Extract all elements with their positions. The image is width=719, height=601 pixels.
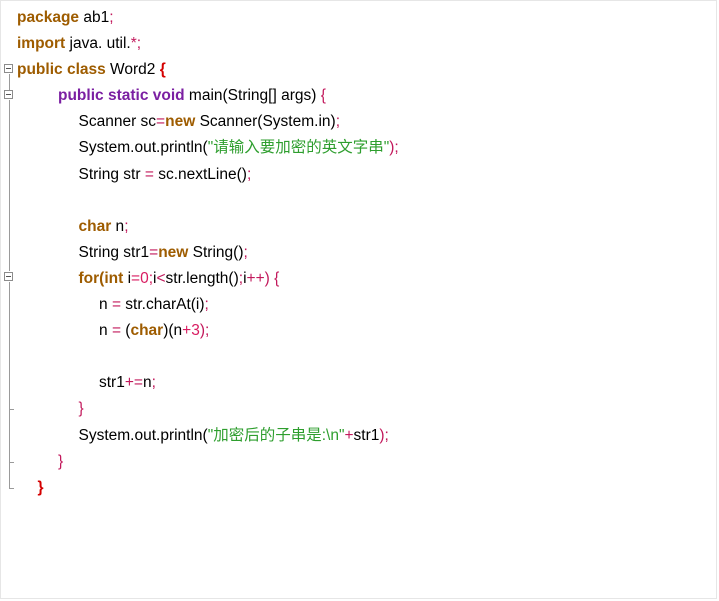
code-token: str.charAt(i) xyxy=(121,296,205,314)
code-line: String str1=new String(); xyxy=(17,240,716,266)
code-token: System.out.println( xyxy=(78,139,208,157)
code-line: } xyxy=(17,396,716,422)
code-token: main(String[] args) xyxy=(184,87,321,105)
code-token: = xyxy=(149,243,159,261)
code-line: System.out.println("请输入要加密的英文字串"); xyxy=(17,135,716,161)
code-token: i xyxy=(243,269,247,287)
code-line: public static void main(String[] args) { xyxy=(17,83,716,109)
code-line: for(int i=0;i<str.length();i++) { xyxy=(17,266,716,292)
code-token: str.length() xyxy=(165,269,239,287)
code-token: } xyxy=(37,478,44,496)
fold-toggle-for[interactable] xyxy=(4,272,13,281)
code-line xyxy=(17,344,716,370)
code-token: ; xyxy=(238,269,244,287)
code-token: ; xyxy=(151,374,156,392)
code-token: ); xyxy=(379,426,389,444)
code-token: str1 xyxy=(353,426,380,444)
fold-guide xyxy=(9,282,10,488)
code-token: ; xyxy=(124,217,129,235)
code-token: public class xyxy=(17,61,106,79)
code-token: ; xyxy=(246,165,252,183)
fold-end-mark xyxy=(9,488,14,489)
code-token: = xyxy=(156,113,166,131)
code-token: } xyxy=(78,400,84,418)
code-token: ; xyxy=(109,9,114,26)
code-token: String str xyxy=(78,165,145,183)
code-token: new xyxy=(158,243,189,261)
code-token: i xyxy=(123,269,132,287)
code-token: + xyxy=(344,426,354,444)
code-token: char xyxy=(78,217,112,235)
code-token: ( xyxy=(121,322,131,340)
code-line: str1+=n; xyxy=(17,370,716,396)
fold-end-mark xyxy=(9,462,14,463)
code-token: Scanner sc xyxy=(78,113,157,131)
code-token: package xyxy=(17,9,80,26)
code-line: char n; xyxy=(17,214,716,240)
code-token: ); xyxy=(389,139,399,157)
code-token: ++) { xyxy=(246,269,280,287)
code-token: sc.nextLine() xyxy=(153,165,247,183)
code-token: i xyxy=(153,269,157,287)
code-token: String() xyxy=(188,243,244,261)
fold-guide xyxy=(9,100,10,271)
code-token: Scanner(System.in) xyxy=(195,113,336,131)
code-token: } xyxy=(58,452,64,470)
fold-gutter xyxy=(1,1,17,598)
code-token: char xyxy=(130,322,164,340)
code-line: package ab1; xyxy=(17,5,716,31)
code-token: n xyxy=(99,296,112,314)
code-token: "加密后的子串是:\n" xyxy=(207,426,345,444)
code-line: String str = sc.nextLine(); xyxy=(17,162,716,188)
code-line: n = str.charAt(i); xyxy=(17,292,716,318)
code-token: java. util. xyxy=(65,35,131,53)
code-token: < xyxy=(156,269,166,287)
code-line xyxy=(17,188,716,214)
fold-guide xyxy=(9,74,10,90)
code-token: str1 xyxy=(99,374,125,392)
code-token: ; xyxy=(204,296,209,314)
code-token: "请输入要加密的英文字串" xyxy=(207,139,390,157)
code-token: { xyxy=(320,87,326,105)
code-token: ; xyxy=(243,243,248,261)
code-token: = xyxy=(111,296,121,314)
code-token: import xyxy=(17,35,66,53)
code-line: public class Word2 { xyxy=(17,57,716,83)
code-line: } xyxy=(17,475,716,501)
code-token: String str1 xyxy=(78,243,150,261)
code-token: System.out.println( xyxy=(78,426,208,444)
code-line: n = (char)(n+3); xyxy=(17,318,716,344)
code-token: Word2 xyxy=(105,61,160,79)
code-token: ); xyxy=(199,322,210,340)
code-token: =0; xyxy=(131,269,153,287)
code-token: = xyxy=(111,322,121,340)
code-token: n xyxy=(99,322,112,340)
code-line: System.out.println("加密后的子串是:\n"+str1); xyxy=(17,423,716,449)
code-token: n xyxy=(142,374,152,392)
code-token: public static void xyxy=(58,87,185,105)
code-token: n xyxy=(111,217,125,235)
code-token: { xyxy=(159,61,166,79)
code-line: Scanner sc=new Scanner(System.in); xyxy=(17,109,716,135)
code-token: *; xyxy=(130,35,142,53)
code-token: new xyxy=(165,113,196,131)
fold-toggle-class[interactable] xyxy=(4,64,13,73)
code-token: = xyxy=(144,165,154,183)
code-token: for(int xyxy=(78,269,124,287)
code-line: } xyxy=(17,449,716,475)
fold-toggle-main[interactable] xyxy=(4,90,13,99)
code-lines[interactable]: package ab1;import java. util.*;public c… xyxy=(17,5,716,501)
code-line: import java. util.*; xyxy=(17,31,716,57)
code-token: += xyxy=(124,374,143,392)
code-token: +3 xyxy=(182,322,200,340)
fold-end-mark xyxy=(9,409,14,410)
code-token: )(n xyxy=(163,322,183,340)
code-token: ab1 xyxy=(79,9,110,26)
code-token: ; xyxy=(335,113,340,131)
